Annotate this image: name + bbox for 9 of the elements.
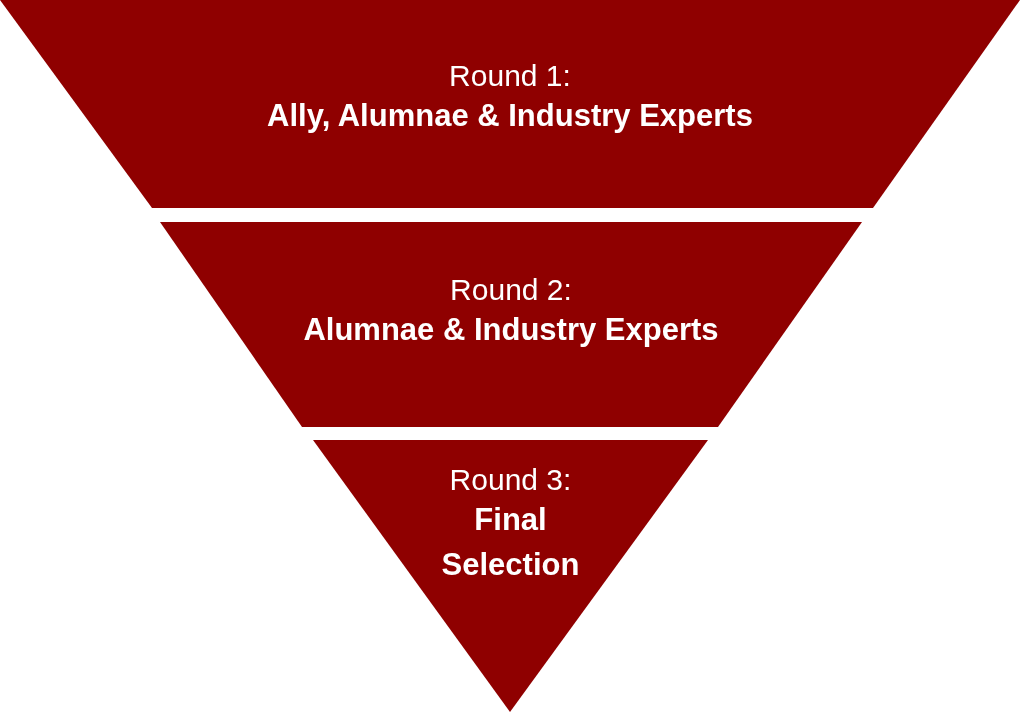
tier-heading: Round 1: [449, 58, 571, 94]
tier-heading: Round 3: [449, 462, 572, 498]
funnel-tier [160, 222, 862, 427]
tier-heading: Round 2: [450, 272, 572, 308]
tier-title: Final Selection [440, 501, 581, 584]
funnel-tier [313, 440, 708, 712]
tier-title: Ally, Alumnae & Industry Experts [267, 97, 753, 135]
tier-title: Alumnae & Industry Experts [303, 311, 719, 349]
funnel-tier [0, 0, 1020, 208]
